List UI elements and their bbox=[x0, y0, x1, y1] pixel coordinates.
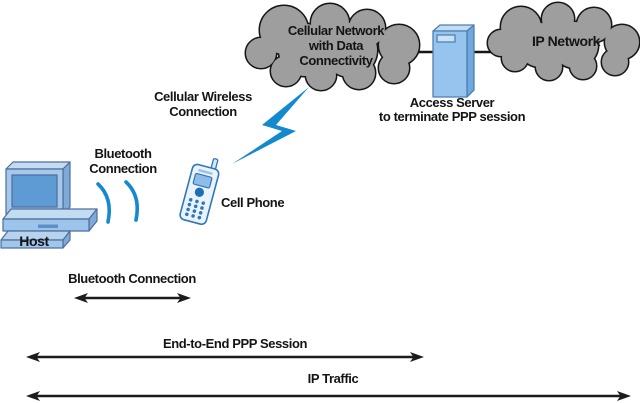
host-computer bbox=[0, 161, 98, 249]
cellular-cloud-label-line1: Cellular Network bbox=[287, 23, 385, 38]
cell-phone bbox=[179, 158, 220, 226]
bluetooth-connection-label-line1: Bluetooth bbox=[94, 146, 152, 161]
cellular-cloud-label: Cellular Network with Data Connectivity bbox=[266, 23, 406, 68]
bluetooth-waves-icon bbox=[96, 180, 140, 224]
monitor-screen bbox=[11, 174, 58, 208]
cellular-wireless-label-line1: Cellular Wireless bbox=[154, 89, 252, 104]
ip-cloud-label: IP Network bbox=[531, 33, 601, 49]
bluetooth-span-label: Bluetooth Connection bbox=[68, 271, 196, 286]
cellular-wireless-label-line2: Connection bbox=[169, 103, 237, 119]
server-slot bbox=[436, 34, 456, 43]
ip-traffic-span-arrow bbox=[26, 391, 631, 401]
cell-phone-label: Cell Phone bbox=[221, 195, 285, 210]
host-label: Host bbox=[19, 233, 49, 249]
lightning-bolt-icon bbox=[232, 87, 309, 164]
access-server-label: Access Server to terminate PPP session bbox=[352, 96, 552, 123]
bluetooth-connection-label: Bluetooth Connection bbox=[63, 146, 183, 176]
access-server-label-line2: to terminate PPP session bbox=[378, 108, 526, 124]
ppp-span-label: End-to-End PPP Session bbox=[162, 336, 308, 351]
ppp-span-arrow bbox=[26, 352, 424, 362]
access-server-label-line1: Access Server bbox=[409, 95, 495, 110]
cellular-cloud-label-line2: with Data bbox=[308, 38, 364, 53]
bluetooth-connection-label-line2: Connection bbox=[89, 160, 157, 176]
cellular-wireless-label: Cellular Wireless Connection bbox=[133, 89, 273, 119]
bluetooth-span-arrow bbox=[74, 293, 191, 303]
ip-traffic-label: IP Traffic bbox=[307, 371, 359, 386]
access-server bbox=[432, 24, 475, 98]
cellular-cloud-label-line3: Connectivity bbox=[299, 53, 373, 68]
